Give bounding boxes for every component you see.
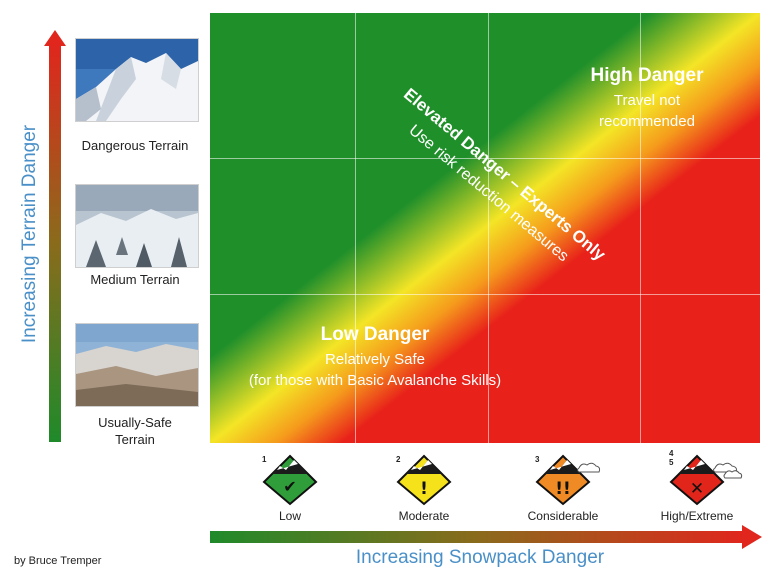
high-danger-subtitle: Travel not recommended [599, 92, 695, 130]
medium-terrain-photo [75, 184, 199, 268]
low-danger-title: Low Danger [320, 324, 430, 345]
svg-text:✔: ✔ [283, 477, 296, 496]
svg-text:!: ! [420, 479, 428, 499]
danger-level-number: 1 [262, 455, 267, 464]
danger-level-number: 3 [535, 455, 540, 464]
usually-safe-terrain-label: Usually-Safe Terrain [98, 415, 172, 447]
grid-line [488, 13, 489, 443]
danger-level-number: 4 5 [669, 449, 674, 467]
usually-safe-terrain-photo [75, 323, 199, 407]
danger-level-considerable: 3 !! Considerable [508, 452, 618, 524]
danger-level-label: Low [278, 509, 301, 523]
y-axis-title: Increasing Terrain Danger [19, 124, 40, 344]
high-extreme-danger-icon: ✕ [669, 454, 743, 506]
high-danger-zone: High Danger Travel not recommended [572, 65, 722, 132]
grid-line [210, 294, 760, 295]
dangerous-terrain-photo [75, 38, 199, 122]
credit-text: by Bruce Tremper [14, 555, 102, 567]
x-axis-arrow [210, 525, 762, 549]
low-danger-zone: Low Danger Relatively Safe (for those wi… [210, 324, 540, 391]
high-danger-title: High Danger [590, 65, 704, 86]
considerable-danger-icon: !! [535, 454, 601, 506]
svg-text:✕: ✕ [690, 479, 704, 499]
moderate-danger-icon: ! [396, 454, 452, 506]
low-danger-icon: ✔ [262, 454, 318, 506]
grid-line [640, 13, 641, 443]
danger-level-high-extreme: 4 5 ✕ High/Extreme [642, 449, 752, 524]
grid-line [210, 158, 760, 159]
y-axis-arrow [44, 30, 66, 442]
low-danger-line2: (for those with Basic Avalanche Skills) [248, 372, 502, 389]
danger-level-label: Moderate [398, 509, 450, 523]
danger-level-moderate: 2 ! Moderate [369, 452, 479, 524]
danger-level-number: 2 [396, 455, 401, 464]
dangerous-terrain-label: Dangerous Terrain [81, 138, 189, 153]
medium-terrain-label: Medium Terrain [90, 272, 180, 287]
danger-level-low: 1 ✔ Low [235, 452, 345, 524]
low-danger-line1: Relatively Safe [324, 351, 426, 368]
grid-line [355, 13, 356, 443]
danger-level-label: Considerable [527, 509, 599, 523]
svg-text:!!: !! [555, 479, 571, 499]
x-axis-title: Increasing Snowpack Danger [355, 547, 605, 568]
danger-level-label: High/Extreme [660, 509, 734, 523]
danger-matrix: High Danger Travel not recommended Eleva… [210, 13, 760, 443]
